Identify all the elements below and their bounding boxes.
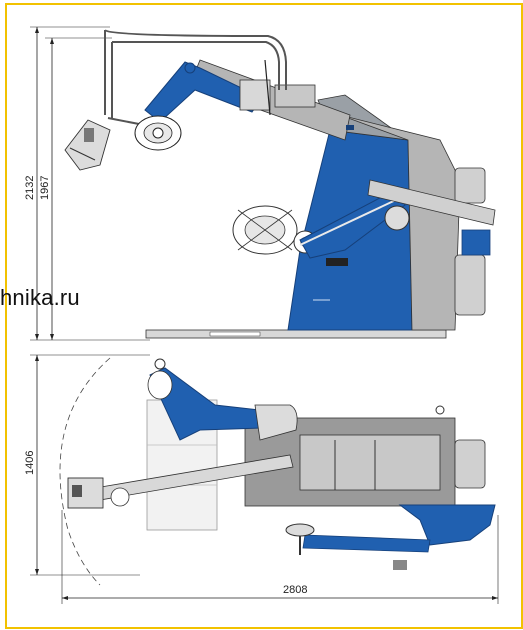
bead-breaker-disc: [134, 115, 182, 151]
bottom-blue-arm: [398, 504, 496, 546]
watermark-text: hnika.ru: [0, 285, 80, 310]
top-view: 1406 2808: [24, 354, 499, 604]
dim-depth: 1406: [24, 451, 36, 475]
dim-length: 2808: [283, 584, 307, 596]
left-clamp-head: [64, 119, 111, 171]
side-view: 2132 1967: [24, 26, 496, 341]
top-bead-head: [254, 404, 298, 441]
swing-radius-arc: [59, 357, 111, 586]
rear-column: [339, 114, 461, 331]
dim-total-height: 2132: [24, 176, 36, 200]
page-frame: [5, 3, 523, 629]
dim-column-height: 1967: [39, 176, 51, 200]
base-plate: [145, 329, 447, 339]
tube-frame: [104, 29, 287, 118]
